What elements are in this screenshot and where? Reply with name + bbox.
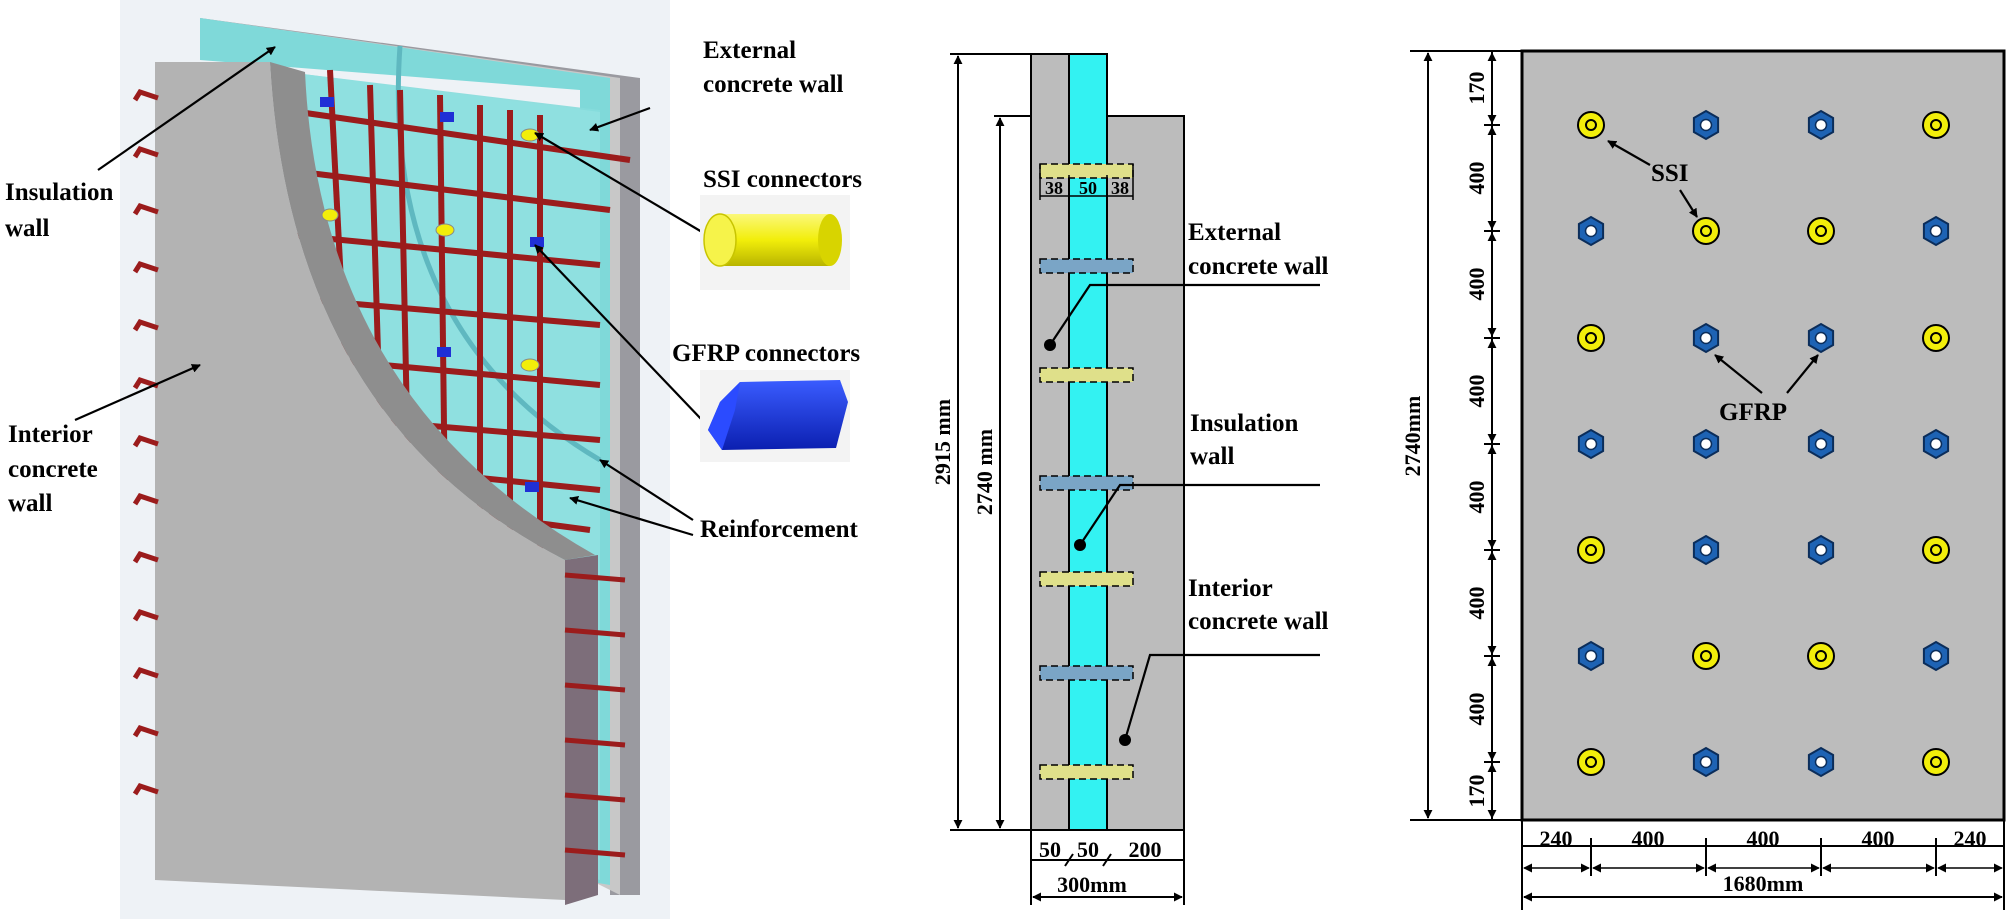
plan-dim-h-1: 400 — [1632, 826, 1665, 851]
gfrp-connector-marker — [1807, 746, 1835, 778]
ssi-connector-marker — [1807, 642, 1835, 670]
section-dim-conn-left: 38 — [1045, 178, 1063, 198]
plan-dim-v-2: 400 — [1464, 268, 1489, 301]
section-label-insulation-2: wall — [1190, 443, 1235, 470]
iso-label-interior-1: Interior — [8, 421, 93, 448]
plan-dim-v-6: 400 — [1464, 693, 1489, 726]
ssi-connector-marker — [1692, 642, 1720, 670]
ssi-connector-marker — [1577, 324, 1605, 352]
ssi-connector-marker — [1922, 536, 1950, 564]
section-dim-bottom-b: 50 — [1077, 837, 1099, 862]
gfrp-connector-marker — [1922, 640, 1950, 672]
section-dim-total-width: 300mm — [1057, 872, 1127, 897]
gfrp-connector-marker — [1807, 428, 1835, 460]
iso-label-reinforcement: Reinforcement — [700, 516, 858, 543]
ssi-connector-marker — [1692, 217, 1720, 245]
plan-label-ssi: SSI — [1651, 160, 1689, 187]
gfrp-connector-marker — [1922, 215, 1950, 247]
plan-dim-v-7: 170 — [1464, 775, 1489, 808]
plan-view: SSI GFRP — [1400, 49, 2006, 910]
iso-leader-lines — [74, 46, 703, 537]
section-insulation — [1068, 53, 1108, 831]
iso-label-external-1: External — [703, 37, 796, 64]
ssi-connector-marker — [1577, 111, 1605, 139]
ssi-connector-marker — [1577, 536, 1605, 564]
right-rebar-stubs — [564, 572, 626, 858]
iso-label-insulation-2: wall — [5, 215, 50, 242]
interior-wall-face — [155, 62, 565, 900]
section-ssi-bands — [1039, 163, 1134, 780]
section-leader-dots — [1044, 339, 1131, 746]
section-label-external-1: External — [1188, 219, 1281, 246]
gfrp-connector-marker — [1577, 215, 1605, 247]
reinforcement-grid — [284, 69, 631, 560]
plan-connectors — [1577, 109, 1950, 778]
plan-dim-height: 2740mm — [1400, 396, 1425, 477]
plan-horizontal-dims — [1521, 820, 2005, 910]
iso-label-interior-2: concrete — [8, 456, 98, 483]
ssi-connector-marker — [1922, 111, 1950, 139]
section-dim-wall-height: 2740 mm — [972, 429, 997, 515]
section-label-insulation-1: Insulation — [1190, 410, 1298, 437]
gfrp-connector-marker — [1807, 109, 1835, 141]
plan-dim-v-4: 400 — [1464, 481, 1489, 514]
gfrp-connector-marker — [1807, 322, 1835, 354]
ssi-connector-marker — [1807, 217, 1835, 245]
insulation-cutaway — [272, 70, 600, 880]
plan-leader-arrows — [1607, 140, 1819, 394]
gfrp-connector-marker — [1692, 534, 1720, 566]
section-label-interior-1: Interior — [1188, 575, 1273, 602]
section-dim-conn-mid: 50 — [1079, 178, 1097, 198]
interior-wall-cut-edge — [270, 62, 595, 560]
section-gfrp-bands — [1039, 258, 1134, 681]
iso-label-interior-3: wall — [8, 490, 53, 517]
section-dim-conn-right: 38 — [1111, 178, 1129, 198]
plan-dim-v-3: 400 — [1464, 375, 1489, 408]
ssi-connector-illustration — [703, 213, 842, 267]
section-label-external-2: concrete wall — [1188, 253, 1329, 280]
ssi-connector-marker — [1922, 324, 1950, 352]
iso-view: External concrete wall Insulation wall I… — [5, 0, 862, 919]
section-leader-lines — [1049, 283, 1320, 741]
iso-gfrp-connectors — [320, 97, 544, 492]
gfrp-connector-illustration — [708, 380, 848, 450]
plan-dim-h-2: 400 — [1747, 826, 1780, 851]
section-dim-bottom-c: 200 — [1129, 837, 1162, 862]
gfrp-connector-marker — [1577, 428, 1605, 460]
gfrp-connector-marker — [1692, 746, 1720, 778]
gfrp-connector-marker — [1577, 640, 1605, 672]
section-label-interior-2: concrete wall — [1188, 608, 1329, 635]
section-external-wall — [1030, 53, 1070, 831]
iso-label-insulation-1: Insulation — [5, 179, 113, 206]
gfrp-connector-marker — [1807, 534, 1835, 566]
left-rebar-stubs — [132, 89, 159, 796]
plan-dim-h-3: 400 — [1862, 826, 1895, 851]
plan-dim-h-0: 240 — [1540, 826, 1573, 851]
gfrp-connector-marker — [1692, 428, 1720, 460]
section-vertical-dims — [950, 53, 1031, 831]
gfrp-connector-marker — [1692, 109, 1720, 141]
section-bottom-dims — [1030, 830, 1185, 905]
section-dim-total-height: 2915 mm — [930, 399, 955, 485]
iso-label-external-2: concrete wall — [703, 71, 844, 98]
section-interior-wall — [1106, 115, 1185, 831]
plan-dim-width: 1680mm — [1723, 871, 1804, 896]
section-view: 38 50 38 2915 mm 2740 mm 50 50 200 300mm — [930, 53, 1329, 905]
gfrp-connector-marker — [1922, 428, 1950, 460]
plan-dim-h-4: 240 — [1954, 826, 1987, 851]
interior-wall-side — [565, 555, 598, 905]
plan-dim-v-1: 400 — [1464, 162, 1489, 195]
plan-label-gfrp: GFRP — [1719, 399, 1787, 426]
section-connector-dim-lines — [1039, 164, 1134, 200]
section-dim-bottom-a: 50 — [1039, 837, 1061, 862]
ssi-connector-marker — [1577, 748, 1605, 776]
iso-label-ssi: SSI connectors — [703, 166, 862, 193]
ssi-connector-marker — [1922, 748, 1950, 776]
gfrp-connector-marker — [1692, 322, 1720, 354]
plan-dim-v-0: 170 — [1464, 72, 1489, 105]
plan-dim-v-5: 400 — [1464, 587, 1489, 620]
iso-label-gfrp: GFRP connectors — [672, 340, 860, 367]
